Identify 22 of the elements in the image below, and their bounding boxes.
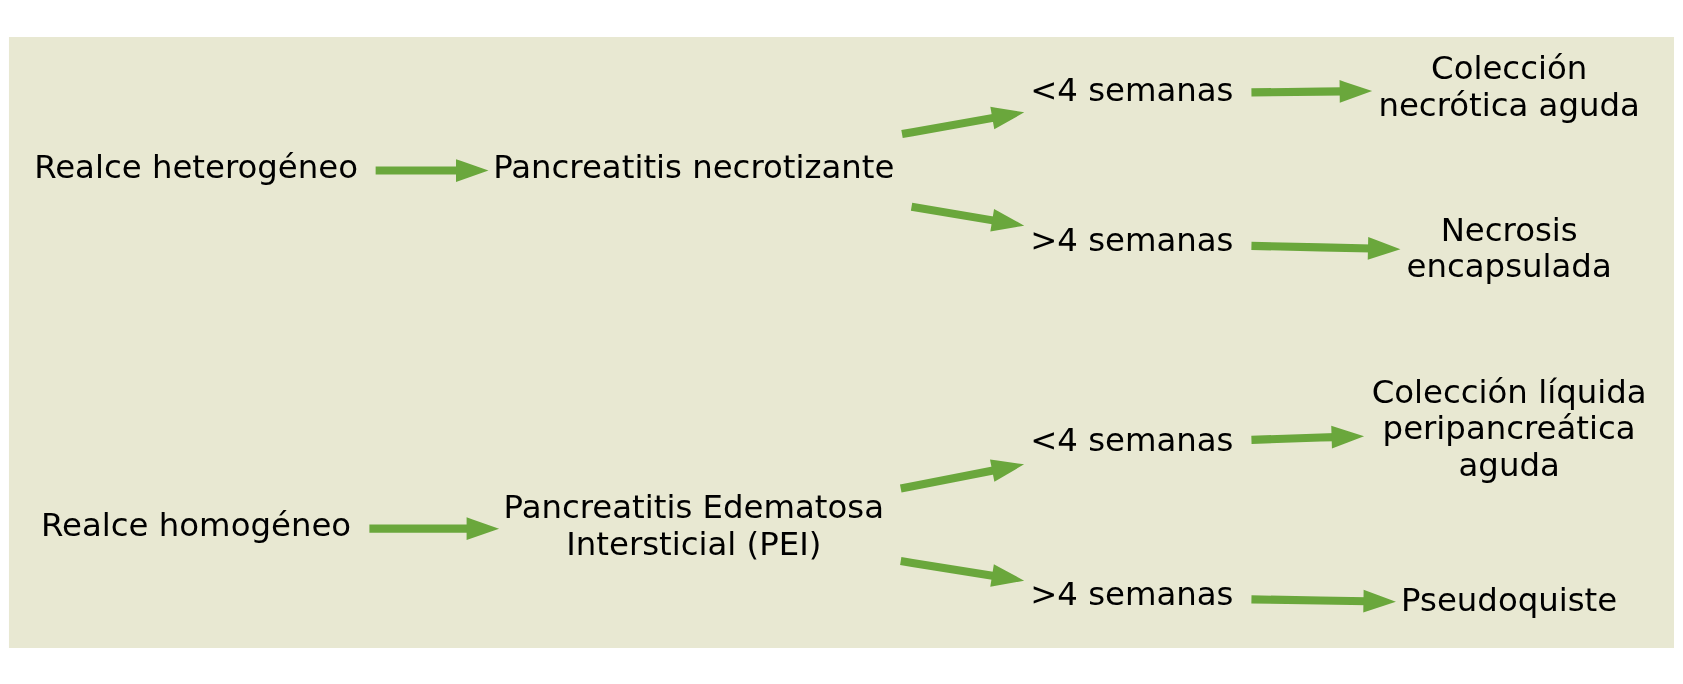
- node-text: Pseudoquiste: [1401, 580, 1618, 619]
- arrow: [910, 202, 1025, 231]
- node-text: Necrosis encapsulada: [1406, 210, 1612, 285]
- arrow: [900, 556, 1025, 587]
- arrow: [375, 158, 489, 182]
- node-text: Colección líquida peripancreática aguda: [1371, 372, 1647, 484]
- node-text: Colección necrótica aguda: [1378, 48, 1640, 123]
- node-text: Realce heterogéneo: [34, 147, 359, 186]
- node-text: <4 semanas: [1030, 420, 1234, 459]
- arrow: [369, 516, 500, 540]
- node-text: Pancreatitis necrotizante: [493, 147, 895, 186]
- arrow: [1251, 236, 1401, 260]
- arrow: [899, 458, 1025, 492]
- node-text: >4 semanas: [1030, 220, 1234, 259]
- arrow: [1251, 425, 1365, 449]
- arrow: [1251, 589, 1396, 613]
- arrow: [901, 106, 1025, 138]
- node-text: Realce homogéneo: [41, 505, 352, 544]
- arrow: [1251, 79, 1373, 103]
- node-text: Pancreatitis Edematosa Intersticial (PEI): [503, 487, 885, 563]
- node-text: <4 semanas: [1030, 70, 1234, 109]
- node-text: >4 semanas: [1030, 574, 1234, 613]
